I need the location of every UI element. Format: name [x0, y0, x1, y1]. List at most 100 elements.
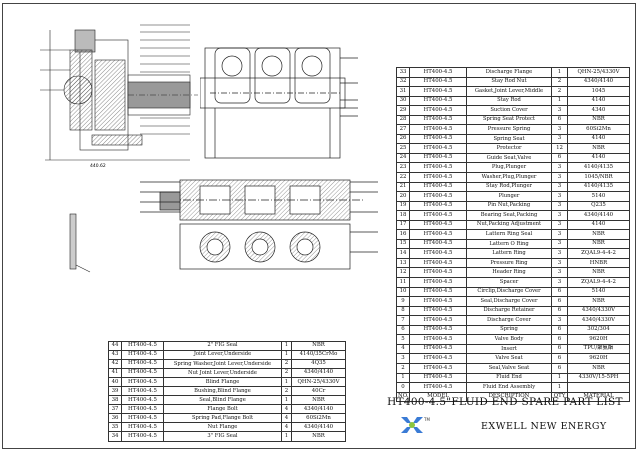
parts-cell-description: Suction Cover	[466, 105, 552, 116]
parts-cell-no: 7	[396, 315, 410, 326]
parts-cell-description: Joint Lever,Underside	[163, 350, 282, 361]
parts-cell-description: Gasket,Joint Lever,Middle	[466, 86, 552, 97]
parts-cell-material: 4140/4135	[567, 162, 630, 173]
header-material: MATERIAL	[567, 391, 630, 403]
stay-rod-detail-drawing	[69, 213, 91, 273]
parts-cell-no: 17	[396, 219, 410, 231]
parts-cell-no: 42	[108, 359, 122, 370]
parts-cell-description: Lattern Ring Seal	[466, 229, 552, 240]
parts-cell-no: 10	[396, 286, 410, 298]
parts-cell-material: 302/304	[567, 324, 630, 336]
parts-cell-material: ZQAL9-4-4-2	[567, 277, 630, 288]
parts-cell-description: Spring Seat	[466, 133, 552, 145]
parts-cell-no: 28	[396, 114, 410, 126]
parts-cell-qty: 6	[551, 334, 568, 345]
parts-cell-qty: 2	[551, 76, 568, 88]
document-title: HT400-4.5"FLUID END SPARE PART LIST	[387, 396, 623, 408]
parts-cell-qty: 6	[551, 305, 568, 317]
parts-cell-material: 4140	[567, 152, 630, 164]
parts-cell-material: 4140/4135	[567, 181, 630, 193]
parts-cell-qty: 6	[551, 114, 568, 126]
parts-cell-no: 6	[396, 324, 410, 336]
parts-cell-qty: 3	[551, 124, 568, 135]
parts-cell-model: HT400-4.5	[409, 238, 467, 250]
parts-cell-qty: 4	[281, 413, 292, 424]
parts-cell-material: HNBR	[567, 257, 630, 269]
parts-cell-material: 4330V/15-5PH	[567, 372, 630, 384]
parts-cell-qty: 1	[551, 95, 568, 107]
parts-cell-description: Blind Flange	[163, 377, 282, 388]
parts-cell-material: NBR	[567, 238, 630, 250]
parts-cell-model: HT400-4.5	[409, 124, 467, 135]
parts-cell-qty: 3	[551, 210, 568, 221]
parts-cell-model: HT400-4.5	[409, 257, 467, 269]
parts-cell-no: 5	[396, 334, 410, 345]
parts-cell-no: 24	[396, 152, 410, 164]
parts-cell-qty: 6	[551, 152, 568, 164]
parts-cell-qty: 6	[551, 362, 568, 374]
parts-cell-material: QHN-25/4330V	[567, 67, 630, 78]
parts-cell-no: 23	[396, 162, 410, 173]
parts-cell-qty: 3	[551, 200, 568, 212]
parts-cell-description: Discharge Retainer	[466, 305, 552, 317]
parts-cell-no: 39	[108, 386, 122, 397]
parts-cell-qty: 4	[281, 404, 292, 415]
parts-cell-material: 60Si2Mn	[567, 124, 630, 135]
parts-cell-material: 40Cr	[291, 386, 346, 397]
parts-cell-no: 13	[396, 257, 410, 269]
parts-cell-no: 19	[396, 200, 410, 212]
parts-cell-model: HT400-4.5	[409, 362, 467, 374]
parts-cell-no: 35	[108, 422, 122, 433]
parts-cell-model: HT400-4.5	[409, 353, 467, 364]
company-name: EXWELL NEW ENERGY	[481, 421, 607, 432]
parts-cell-description: Spacer	[466, 277, 552, 288]
parts-cell-material: NBR	[567, 362, 630, 374]
parts-cell-description: 2" FIG Seal	[163, 340, 282, 352]
parts-cell-no: 18	[396, 210, 410, 221]
parts-cell-description: Valve Body	[466, 334, 552, 345]
parts-cell-model: HT400-4.5	[409, 296, 467, 307]
parts-cell-no: 32	[396, 76, 410, 88]
parts-cell-material: 4Q35	[291, 359, 346, 370]
parts-cell-qty: 1	[281, 395, 292, 406]
parts-cell-model: HT400-4.5	[409, 181, 467, 193]
parts-cell-qty: 3	[551, 219, 568, 231]
parts-cell-no: 2	[396, 362, 410, 374]
parts-cell-qty: 3	[551, 162, 568, 173]
parts-cell-description: Plug,Plunger	[466, 162, 552, 173]
parts-cell-qty: 3	[551, 315, 568, 326]
parts-cell-qty: 3	[551, 257, 568, 269]
parts-cell-model: HT400-4.5	[121, 431, 164, 442]
parts-cell-material: NBR	[567, 267, 630, 279]
parts-cell-qty: 2	[281, 386, 292, 397]
parts-cell-no: 33	[396, 67, 410, 78]
parts-list-header-row: NO. MODEL DESCRIPTION QTY MATERIAL	[396, 391, 630, 403]
parts-cell-material: 9620H	[567, 353, 630, 364]
parts-cell-model: HT400-4.5	[409, 162, 467, 173]
parts-cell-no: 27	[396, 124, 410, 135]
parts-cell-material: 4340/4330V	[567, 305, 630, 317]
parts-cell-no: 3	[396, 353, 410, 364]
parts-cell-description: Circlip,Discharge Cover	[466, 286, 552, 298]
